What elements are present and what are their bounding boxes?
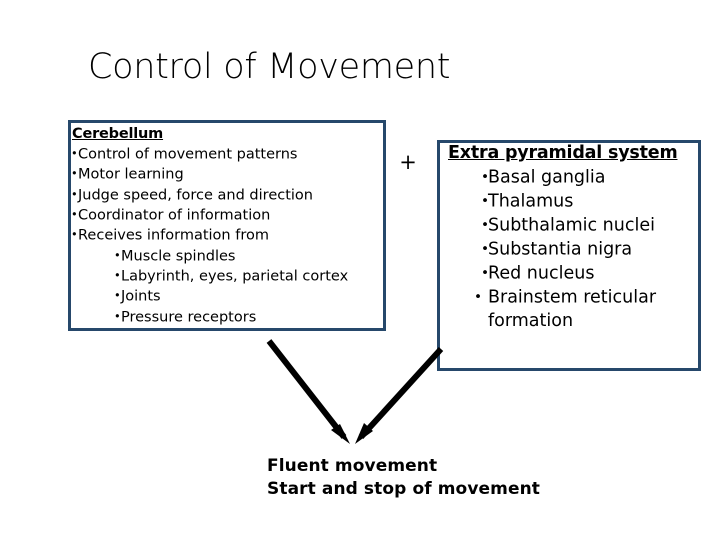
plus-sign: + — [399, 150, 417, 174]
list-item: Control of movement patterns — [71, 144, 384, 164]
list-item: Judge speed, force and direction — [71, 185, 384, 205]
bullet-icon — [481, 166, 488, 190]
arrow-shaft — [358, 346, 444, 440]
list-item: Coordinator of information — [71, 205, 384, 225]
bullet-icon — [481, 190, 488, 214]
outcome-line: Fluent movement — [267, 456, 438, 476]
cerebellum-sub-bullet-list: Muscle spindles Labyrinth, eyes, parieta… — [70, 246, 384, 327]
bullet-icon — [71, 144, 78, 164]
cerebellum-box — [68, 120, 386, 331]
list-item: Pressure receptors — [114, 307, 384, 327]
list-item-label: Judge speed, force and direction — [78, 187, 313, 204]
list-item-label: Receives information from — [78, 227, 269, 244]
bullet-icon — [71, 225, 78, 245]
list-item-label: Muscle spindles — [121, 248, 236, 265]
list-item-label: Coordinator of information — [78, 207, 271, 224]
list-item: Brainstem reticular formation — [481, 286, 696, 334]
list-item: Muscle spindles — [114, 246, 384, 266]
cerebellum-content: Cerebellum Control of movement patterns … — [70, 124, 384, 327]
list-item: Joints — [114, 286, 384, 306]
list-item-label: Pressure receptors — [121, 309, 257, 326]
extrapyramidal-system-heading: Extra pyramidal system — [448, 143, 678, 163]
bullet-icon — [71, 205, 78, 225]
list-item-label: Motor learning — [78, 166, 184, 183]
bullet-icon — [114, 266, 121, 286]
list-item: Basal ganglia — [481, 166, 696, 190]
list-item-label: Red nucleus — [488, 263, 595, 284]
list-item-label: Thalamus — [488, 191, 574, 212]
list-item: Motor learning — [71, 164, 384, 184]
list-item: Subthalamic nuclei — [481, 214, 696, 238]
list-item: Substantia nigra — [481, 238, 696, 262]
list-item: Red nucleus — [481, 262, 696, 286]
bullet-icon — [71, 164, 78, 184]
list-item-label: Subthalamic nuclei — [488, 215, 655, 236]
arrowhead-icon — [355, 423, 373, 444]
cerebellum-bullet-list: Control of movement patterns Motor learn… — [70, 144, 384, 246]
list-item-label: Joints — [121, 288, 161, 305]
list-item-label: Control of movement patterns — [78, 146, 298, 163]
list-item-label: Substantia nigra — [488, 239, 633, 260]
arrow-left-to-outcome — [266, 339, 350, 444]
list-item-label: Basal ganglia — [488, 167, 606, 188]
extrapyramidal-system-content: Extra pyramidal system Basal ganglia Tha… — [444, 142, 696, 334]
bullet-icon — [114, 307, 121, 327]
list-item: Thalamus — [481, 190, 696, 214]
outcome-line: Start and stop of movement — [267, 479, 541, 499]
bullet-icon — [481, 238, 488, 262]
arrow-shaft — [266, 339, 347, 439]
cerebellum-heading: Cerebellum — [72, 126, 164, 142]
bullet-icon — [481, 214, 488, 238]
bullet-icon — [114, 246, 121, 266]
bullet-icon — [481, 262, 488, 286]
arrow-right-to-outcome — [355, 346, 444, 444]
outcome-text: Fluent movement Start and stop of moveme… — [267, 455, 687, 501]
list-item-label: Brainstem reticular formation — [488, 287, 657, 332]
bullet-icon — [481, 286, 488, 310]
page-title: Control of Movement — [88, 47, 451, 87]
arrowhead-icon — [331, 424, 350, 444]
bullet-icon — [114, 286, 121, 306]
list-item-label: Labyrinth, eyes, parietal cortex — [121, 268, 349, 285]
bullet-icon — [71, 185, 78, 205]
list-item: Receives information from — [71, 225, 384, 245]
list-item: Labyrinth, eyes, parietal cortex — [114, 266, 384, 286]
extrapyramidal-bullet-list: Basal ganglia Thalamus Subthalamic nucle… — [444, 166, 696, 334]
